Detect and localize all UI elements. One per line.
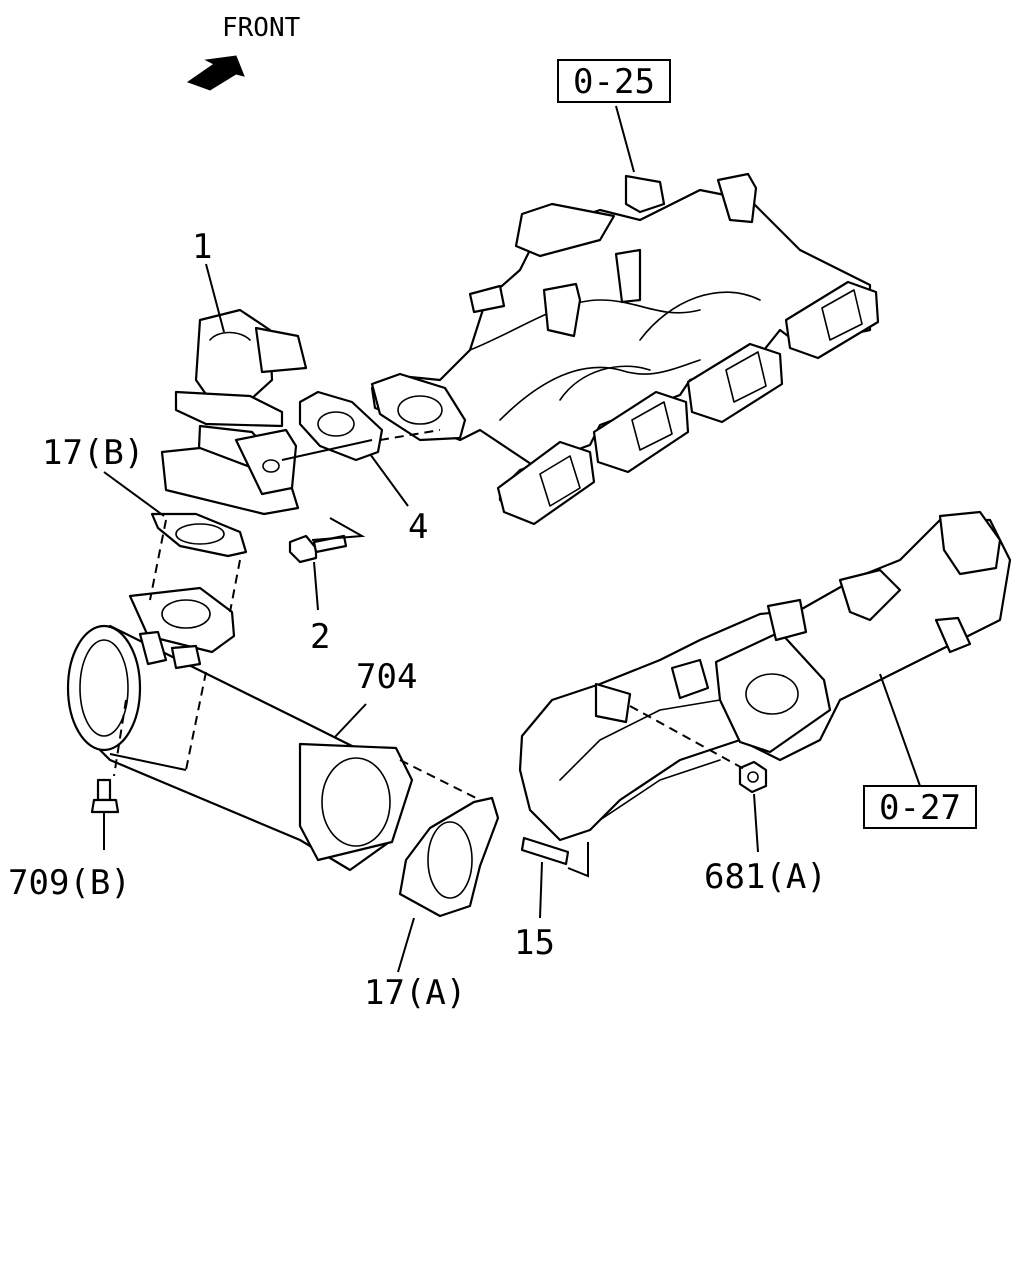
stud-15 xyxy=(520,836,570,866)
callout-709b: 709(B) xyxy=(8,863,131,903)
intake-manifold xyxy=(370,172,880,526)
reference-box-0-25[interactable]: 0-25 xyxy=(557,59,671,103)
callout-15: 15 xyxy=(514,923,555,963)
callout-704: 704 xyxy=(356,657,417,697)
reference-0-27-label: 0-27 xyxy=(879,788,961,828)
gasket-17b xyxy=(150,512,248,558)
reference-box-0-27[interactable]: 0-27 xyxy=(863,785,977,829)
egr-cooler xyxy=(66,586,414,872)
gasket-4 xyxy=(298,390,384,462)
nut-681a xyxy=(738,760,768,794)
exhaust-manifold xyxy=(518,510,1012,842)
callout-4: 4 xyxy=(408,507,428,547)
callout-681a: 681(A) xyxy=(704,857,827,897)
leader-lines xyxy=(103,105,921,973)
bolt-709b xyxy=(90,778,120,814)
callout-17b: 17(B) xyxy=(42,433,144,473)
assembly-lines xyxy=(109,429,747,878)
callout-1: 1 xyxy=(192,227,212,267)
bolt-2 xyxy=(288,534,348,564)
front-arrow-icon xyxy=(186,55,245,91)
egr-valve xyxy=(160,308,308,516)
gasket-17a xyxy=(398,796,500,918)
callout-17a: 17(A) xyxy=(364,973,466,1013)
front-label: FRONT xyxy=(222,13,301,43)
callout-2: 2 xyxy=(310,617,330,657)
reference-0-25-label: 0-25 xyxy=(573,62,655,102)
front-indicator: FRONT xyxy=(186,13,301,91)
